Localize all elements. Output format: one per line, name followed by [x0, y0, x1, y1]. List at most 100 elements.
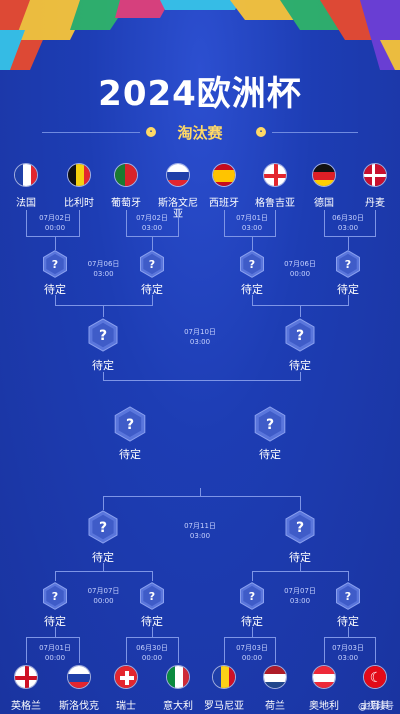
- match-day: 07月01日: [39, 644, 71, 652]
- match-day: 07月11日: [184, 522, 216, 530]
- match-day: 07月06日: [284, 260, 316, 268]
- team-name: 意大利: [163, 701, 193, 712]
- svg-text:?: ?: [345, 590, 351, 603]
- bracket-line: [126, 637, 179, 638]
- team-name: 法国: [16, 198, 36, 209]
- bracket-line: [152, 295, 153, 305]
- team-name: 西班牙: [209, 198, 239, 209]
- bracket-line: [55, 236, 56, 250]
- bracket-line: [178, 637, 179, 663]
- svg-text:?: ?: [149, 258, 155, 271]
- team-flag-0: [14, 163, 38, 187]
- svg-text:?: ?: [149, 590, 155, 603]
- match-day: 07月03日: [236, 644, 268, 652]
- team-name: 斯洛文尼: [158, 198, 198, 209]
- tbd-hexagon: ?: [283, 510, 317, 544]
- match-time: 03:00: [189, 532, 211, 540]
- bracket-line: [55, 295, 56, 305]
- match-day: 07月03日: [332, 644, 364, 652]
- svg-text:?: ?: [296, 520, 304, 536]
- tbd-label: 待定: [119, 448, 141, 461]
- tbd-hexagon: ?: [238, 582, 266, 610]
- match-day: 07月07日: [87, 587, 120, 595]
- team-flag-bottom-2: [114, 665, 138, 689]
- bracket-line: [26, 210, 27, 236]
- bracket-line: [55, 571, 56, 581]
- bracket-line: [348, 627, 349, 637]
- bracket-line: [300, 372, 301, 380]
- tbd-hexagon: ?: [112, 406, 148, 442]
- bracket-line: [324, 236, 376, 237]
- match-day: 06月30日: [136, 644, 168, 652]
- match-time: 00:00: [141, 654, 163, 662]
- tbd-hexagon: ?: [41, 250, 69, 278]
- team-flag-bottom-6: [312, 665, 336, 689]
- tbd-label: 待定: [241, 615, 263, 628]
- tbd-label: 待定: [92, 359, 114, 372]
- bracket-line: [324, 637, 325, 663]
- bracket-line: [324, 637, 376, 638]
- tbd-hexagon: ?: [138, 250, 166, 278]
- bracket-line: [178, 210, 179, 236]
- bracket-line: [126, 210, 127, 236]
- dot-icon: ·: [146, 127, 156, 137]
- svg-text:?: ?: [249, 590, 255, 603]
- tbd-hexagon: ?: [86, 510, 120, 544]
- team-name: 德国: [314, 198, 334, 209]
- bracket-line: [55, 305, 153, 306]
- team-name: 斯洛伐克: [59, 701, 99, 712]
- svg-text:?: ?: [345, 258, 351, 271]
- match-date: 06月30日 00:00: [127, 643, 177, 663]
- bracket-line: [55, 627, 56, 637]
- team-name: 土耳其: [360, 701, 390, 712]
- team-name: 格鲁吉亚: [255, 198, 295, 209]
- match-day: 06月30日: [332, 214, 364, 222]
- tbd-label: 待定: [141, 615, 163, 628]
- bracket-line: [252, 236, 253, 250]
- bracket-line: [348, 295, 349, 305]
- bracket-line: [55, 571, 153, 572]
- team-name: 奥地利: [309, 701, 339, 712]
- match-time: 00:00: [93, 597, 114, 605]
- svg-text:?: ?: [296, 328, 304, 344]
- svg-text:?: ?: [249, 258, 255, 271]
- team-flag-7: [363, 163, 387, 187]
- match-day: 07月06日: [87, 260, 120, 268]
- team-flag-bottom-0: [14, 665, 38, 689]
- team-name: 比利时: [64, 198, 94, 209]
- watermark: @视频号: [357, 702, 394, 712]
- bracket-line: [252, 571, 253, 581]
- bracket-line: [324, 210, 325, 236]
- tbd-hexagon: ?: [334, 250, 362, 278]
- match-time: 00:00: [44, 224, 66, 232]
- bracket-line: [103, 496, 104, 510]
- bracket-line: [26, 637, 80, 638]
- bracket-line: [103, 372, 104, 380]
- decorative-stripes: [0, 0, 400, 70]
- team-flag-6: [312, 163, 336, 187]
- tbd-hexagon: ?: [86, 318, 120, 352]
- bracket-line: [224, 637, 225, 663]
- bracket-line: [103, 496, 301, 497]
- match-time: 03:00: [93, 270, 114, 278]
- team-name: 罗马尼亚: [204, 701, 244, 712]
- tbd-label: 待定: [337, 283, 359, 296]
- bracket-line: [126, 637, 127, 663]
- tbd-hexagon: ?: [138, 582, 166, 610]
- tbd-label: 待定: [44, 283, 66, 296]
- match-date: 07月06日 03:00: [79, 259, 129, 279]
- team-flag-5: [263, 163, 287, 187]
- bracket-line: [26, 236, 80, 237]
- tbd-hexagon: ?: [334, 582, 362, 610]
- bracket-line: [252, 295, 253, 305]
- svg-text:?: ?: [99, 328, 107, 344]
